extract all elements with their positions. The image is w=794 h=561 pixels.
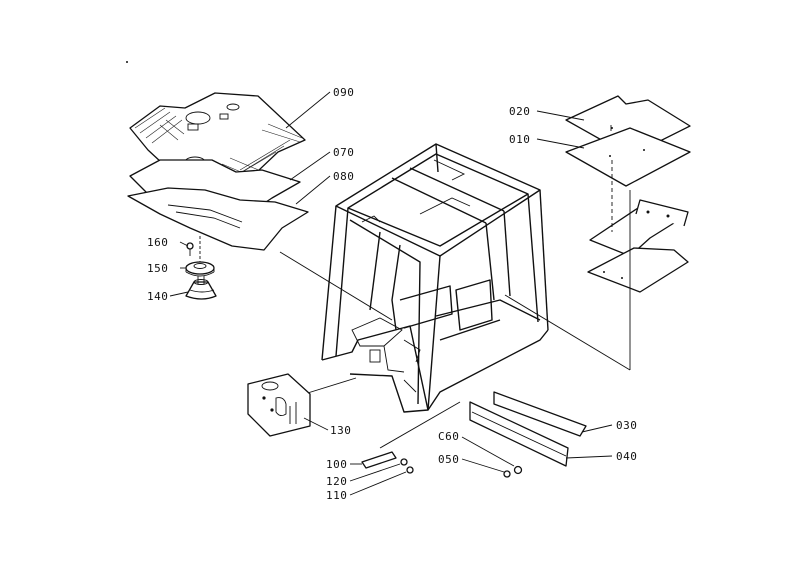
label-130: 130 [330,424,351,437]
label-070: 070 [333,146,354,159]
label-090: 090 [333,86,354,99]
label-010: 010 [509,133,530,146]
part-060-nut [513,465,523,475]
part-120-bolt [400,458,408,466]
part-100-bracket [361,451,397,469]
part-030-rail [493,391,587,437]
part-side-plates [587,199,689,293]
part-110-bolt [406,466,414,474]
label-140: 140 [147,290,168,303]
label-050: 050 [438,453,459,466]
part-010-panel [565,127,691,187]
part-050-bolt [503,470,511,478]
part-160-bolt [186,242,194,256]
label-030: 030 [616,419,637,432]
label-080: 080 [333,170,354,183]
cabin-frame [321,143,549,413]
part-140-rubber-mount [185,276,217,300]
label-160: 160 [147,236,168,249]
part-130-plate [247,373,311,437]
part-040-rail [469,401,569,467]
part-080-lower-mat [127,187,309,251]
label-150: 150 [147,262,168,275]
part-150-washer [185,261,215,277]
label-020: 020 [509,105,530,118]
label-040: 040 [616,450,637,463]
label-060: C60 [438,430,459,443]
leader-lines [169,91,613,496]
label-100: 100 [326,458,347,471]
label-120: 120 [326,475,347,488]
label-110: 110 [326,489,347,502]
